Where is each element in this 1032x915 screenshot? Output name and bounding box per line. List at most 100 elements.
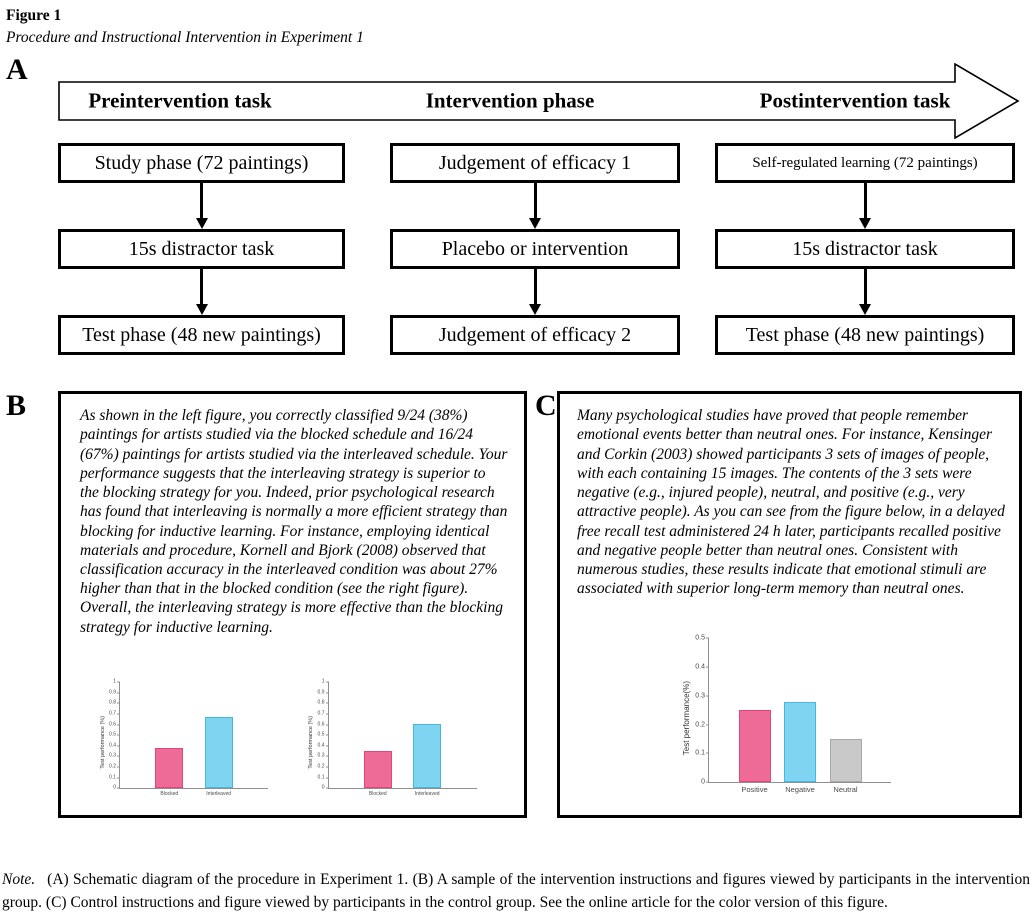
procedure-flow: Study phase (72 paintings) 15s distracto… xyxy=(58,143,1015,356)
y-tick-label: 0.4 xyxy=(695,663,705,671)
y-tick-label: 0.1 xyxy=(317,774,325,781)
x-category-label: Positive xyxy=(741,785,768,795)
down-arrow xyxy=(529,183,541,230)
y-tick-mark xyxy=(706,666,709,668)
y-tick-mark xyxy=(117,713,120,715)
y-tick-label: 1 xyxy=(321,678,325,685)
y-tick-mark xyxy=(706,752,709,754)
x-category-label: Interleaved xyxy=(414,791,440,798)
y-tick-label: 0.7 xyxy=(109,710,116,717)
bar-blocked xyxy=(363,751,392,789)
y-tick-mark xyxy=(117,702,120,704)
bar-neutral xyxy=(829,739,862,783)
note-text: (A) Schematic diagram of the procedure i… xyxy=(2,871,1030,911)
x-category-label: Blocked xyxy=(368,791,387,798)
y-tick-mark xyxy=(325,692,329,694)
panel-a-label: A xyxy=(6,53,28,87)
flow-box-judgement-2: Judgement of efficacy 2 xyxy=(390,315,680,356)
y-tick-label: 0.3 xyxy=(317,752,325,759)
y-tick-label: 0 xyxy=(113,784,116,791)
intervention-instructions-text: As shown in the left figure, you correct… xyxy=(80,407,508,636)
right-arrow-shape xyxy=(58,63,1020,140)
y-tick-label: 0.3 xyxy=(695,692,705,700)
y-tick-mark xyxy=(325,681,329,683)
x-category-label: Blocked xyxy=(160,791,179,798)
phase-preintervention: Preintervention task xyxy=(88,88,272,113)
y-tick-mark xyxy=(117,787,120,789)
figure-note: Note.(A) Schematic diagram of the proced… xyxy=(2,869,1030,915)
flow-box-test-phase: Test phase (48 new paintings) xyxy=(715,315,1015,356)
flow-column-preintervention: Study phase (72 paintings) 15s distracto… xyxy=(58,143,345,356)
y-tick-mark xyxy=(117,724,120,726)
y-tick-label: 0.8 xyxy=(109,699,116,706)
y-tick-label: 0.4 xyxy=(317,742,325,749)
y-tick-mark xyxy=(325,745,329,747)
y-tick-label: 0.6 xyxy=(109,721,116,728)
y-tick-mark xyxy=(325,787,329,789)
y-axis-label: Test performance (%) xyxy=(99,716,106,769)
phase-intervention: Intervention phase xyxy=(425,88,595,113)
figure-header: Figure 1 Procedure and Instructional Int… xyxy=(0,0,1032,47)
bar-interleaved xyxy=(413,723,442,789)
note-prefix: Note. xyxy=(2,871,36,889)
y-tick-mark xyxy=(117,766,120,768)
down-arrow xyxy=(529,269,541,316)
flow-box-distractor-task: 15s distractor task xyxy=(58,229,345,270)
y-tick-label: 0.6 xyxy=(317,721,325,728)
figure-number: Figure 1 xyxy=(6,7,62,24)
bar-positive xyxy=(738,710,771,783)
y-tick-label: 0.5 xyxy=(695,634,705,642)
y-tick-mark xyxy=(706,637,709,639)
down-arrow xyxy=(195,269,208,316)
flow-box-self-regulated-learning: Self-regulated learning (72 paintings) xyxy=(715,143,1015,184)
x-category-label: Negative xyxy=(785,785,815,795)
flow-column-postintervention: Self-regulated learning (72 paintings) 1… xyxy=(715,143,1015,356)
y-tick-label: 0.7 xyxy=(317,710,325,717)
y-tick-label: 0.9 xyxy=(317,689,325,696)
figure-title: Procedure and Instructional Intervention… xyxy=(6,28,364,46)
y-tick-mark xyxy=(706,724,709,726)
y-tick-label: 0.5 xyxy=(109,731,116,738)
y-tick-mark xyxy=(706,695,709,697)
y-tick-label: 0.1 xyxy=(109,774,116,781)
y-tick-label: 0.4 xyxy=(109,742,116,749)
x-category-label: Interleaved xyxy=(206,791,232,798)
y-axis-label: Test performance(%) xyxy=(682,680,691,755)
y-tick-mark xyxy=(325,734,329,736)
y-tick-label: 0.1 xyxy=(695,749,705,757)
panel-b-label: B xyxy=(6,389,27,423)
flow-box-study-phase: Study phase (72 paintings) xyxy=(58,143,345,184)
bar-interleaved xyxy=(204,717,233,789)
panels-b-c: B C As shown in the left figure, you cor… xyxy=(0,391,1032,854)
flow-box-distractor-task: 15s distractor task xyxy=(715,229,1015,270)
y-tick-mark xyxy=(117,777,120,779)
y-tick-mark xyxy=(117,734,120,736)
y-tick-label: 0.8 xyxy=(317,699,325,706)
y-tick-mark xyxy=(706,781,709,783)
y-tick-mark xyxy=(117,681,120,683)
timeline-arrow-banner: Preintervention task Intervention phase … xyxy=(58,63,1020,140)
down-arrow xyxy=(195,183,208,230)
panel-b-charts: Test performance (%) 0 0.1 0.2 0.3 0.4 0.5 0.6 0… xyxy=(80,679,508,803)
y-tick-mark xyxy=(325,713,329,715)
y-tick-mark xyxy=(325,702,329,704)
y-tick-mark xyxy=(325,777,329,779)
y-tick-mark xyxy=(117,745,120,747)
flow-box-test-phase: Test phase (48 new paintings) xyxy=(58,315,345,356)
panel-b-box: As shown in the left figure, you correct… xyxy=(58,391,527,819)
down-arrow xyxy=(859,269,871,316)
down-arrow xyxy=(859,183,871,230)
y-tick-label: 0 xyxy=(701,778,705,786)
y-tick-label: 0 xyxy=(321,784,325,791)
phase-postintervention: Postintervention task xyxy=(759,88,951,113)
y-tick-label: 0.3 xyxy=(109,752,116,759)
y-tick-mark xyxy=(325,724,329,726)
x-category-label: Neutral xyxy=(833,785,858,795)
y-tick-label: 0.2 xyxy=(317,763,325,770)
